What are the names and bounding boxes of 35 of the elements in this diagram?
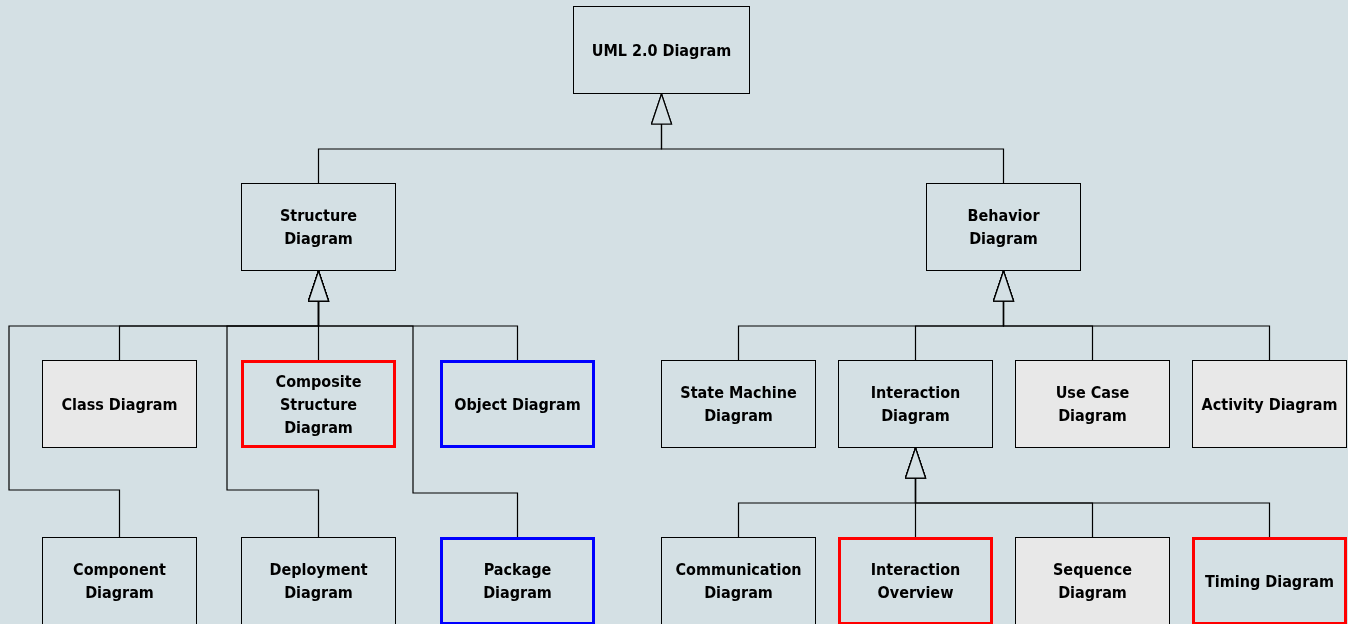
- box-label: Deployment Diagram: [268, 559, 369, 604]
- diagram-box: [241, 360, 396, 448]
- box-label: Timing Diagram: [1204, 570, 1335, 593]
- box-label: Interaction Diagram: [869, 382, 962, 427]
- diagram-box: [440, 537, 595, 624]
- diagram-box: [1015, 360, 1170, 448]
- box-label: Package Diagram: [482, 559, 553, 604]
- diagram-box: [1015, 537, 1170, 624]
- box-label: Structure Diagram: [278, 205, 359, 250]
- diagram-box: [241, 183, 396, 271]
- diagram-box: [42, 360, 197, 448]
- diagram-box: [838, 537, 993, 624]
- box-label: UML 2.0 Diagram: [590, 39, 733, 62]
- generalization-arrow: [650, 93, 1005, 184]
- diagram-box: [1192, 537, 1347, 624]
- diagram-box: [661, 360, 816, 448]
- box-label: Composite Structure Diagram: [274, 370, 363, 439]
- diagram-box: [1192, 360, 1347, 448]
- box-label: Use Case Diagram: [1054, 382, 1131, 427]
- box-label: Component Diagram: [72, 559, 167, 604]
- diagram-box: [661, 537, 816, 624]
- diagram-box: [42, 537, 197, 624]
- box-label: Sequence Diagram: [1052, 559, 1133, 604]
- diagram-box: [241, 537, 396, 624]
- box-label: Behavior Diagram: [966, 205, 1041, 250]
- box-label: State Machine Diagram: [679, 382, 798, 427]
- diagram-box: [440, 360, 595, 448]
- box-label: Object Diagram: [453, 393, 582, 416]
- diagram-box: [926, 183, 1081, 271]
- box-label: Activity Diagram: [1200, 393, 1339, 416]
- diagram-box: [573, 6, 750, 94]
- box-label: Interaction Overview: [869, 559, 962, 604]
- box-label: Communication Diagram: [674, 559, 803, 604]
- diagram-box: [838, 360, 993, 448]
- box-label: Class Diagram: [60, 393, 179, 416]
